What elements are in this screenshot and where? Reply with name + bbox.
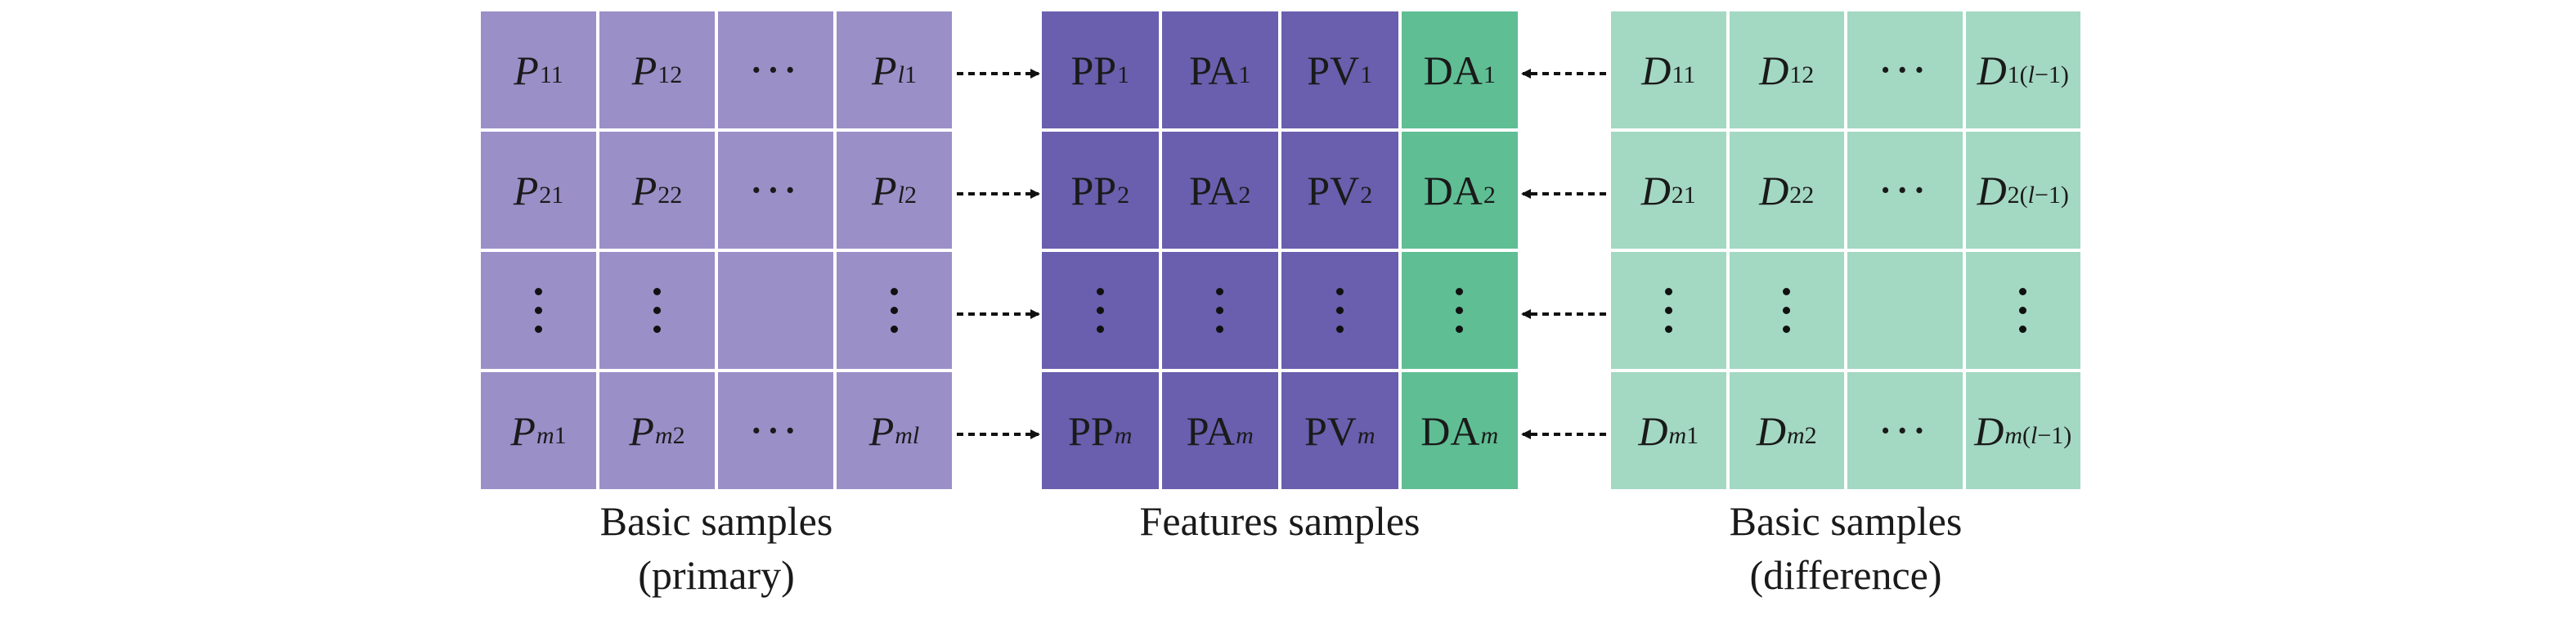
difference-caption-line1: Basic samples bbox=[1729, 498, 1963, 544]
vertical-ellipsis bbox=[2019, 288, 2027, 333]
horizontal-ellipsis: ··· bbox=[1879, 170, 1931, 210]
horizontal-ellipsis: ··· bbox=[750, 50, 801, 90]
features-cell-r3-c3 bbox=[1281, 252, 1398, 369]
vertical-ellipsis bbox=[1096, 288, 1104, 333]
difference-to-features-arrows bbox=[1521, 69, 1606, 439]
vertical-ellipsis bbox=[535, 288, 543, 333]
difference-cell-r2-c3: ··· bbox=[1847, 132, 1963, 249]
primary-caption: Basic samples (primary) bbox=[481, 494, 952, 602]
difference-cell-r3-c4 bbox=[1965, 252, 2080, 369]
primary-cell-r3-c3 bbox=[718, 252, 833, 369]
primary-cell-r3-c1 bbox=[481, 252, 596, 369]
horizontal-ellipsis: ··· bbox=[750, 170, 801, 210]
horizontal-ellipsis: ··· bbox=[750, 411, 801, 451]
difference-cell-r3-c3 bbox=[1847, 252, 1963, 369]
features-cell-r3-c4 bbox=[1401, 252, 1518, 369]
features-caption-text: Features samples bbox=[1139, 498, 1420, 544]
primary-caption-line1: Basic samples bbox=[599, 498, 833, 544]
vertical-ellipsis bbox=[891, 288, 899, 333]
primary-cell-r3-c2 bbox=[599, 252, 715, 369]
primary-cell-r1-c3: ··· bbox=[718, 11, 833, 128]
vertical-ellipsis bbox=[1335, 288, 1344, 333]
vertical-ellipsis bbox=[1216, 288, 1224, 333]
difference-cell-r3-c2 bbox=[1729, 252, 1844, 369]
primary-cell-r3-c4 bbox=[837, 252, 952, 369]
features-caption: Features samples bbox=[1042, 494, 1518, 548]
primary-caption-line2: (primary) bbox=[638, 552, 795, 598]
difference-cell-r3-c1 bbox=[1611, 252, 1726, 369]
difference-cell-r4-c3: ··· bbox=[1847, 372, 1963, 489]
difference-cell-r1-c3: ··· bbox=[1847, 11, 1963, 128]
vertical-ellipsis bbox=[653, 288, 662, 333]
vertical-ellipsis bbox=[1664, 288, 1672, 333]
vertical-ellipsis bbox=[1783, 288, 1791, 333]
features-cell-r3-c2 bbox=[1161, 252, 1278, 369]
vertical-ellipsis bbox=[1456, 288, 1464, 333]
horizontal-ellipsis: ··· bbox=[1879, 50, 1931, 90]
primary-cell-r2-c3: ··· bbox=[718, 132, 833, 249]
difference-caption-line2: (difference) bbox=[1749, 552, 1942, 598]
primary-to-features-arrows bbox=[957, 69, 1040, 439]
primary-cell-r4-c3: ··· bbox=[718, 372, 833, 489]
difference-caption: Basic samples (difference) bbox=[1611, 494, 2080, 602]
features-cell-r3-c1 bbox=[1042, 252, 1159, 369]
horizontal-ellipsis: ··· bbox=[1879, 411, 1931, 451]
